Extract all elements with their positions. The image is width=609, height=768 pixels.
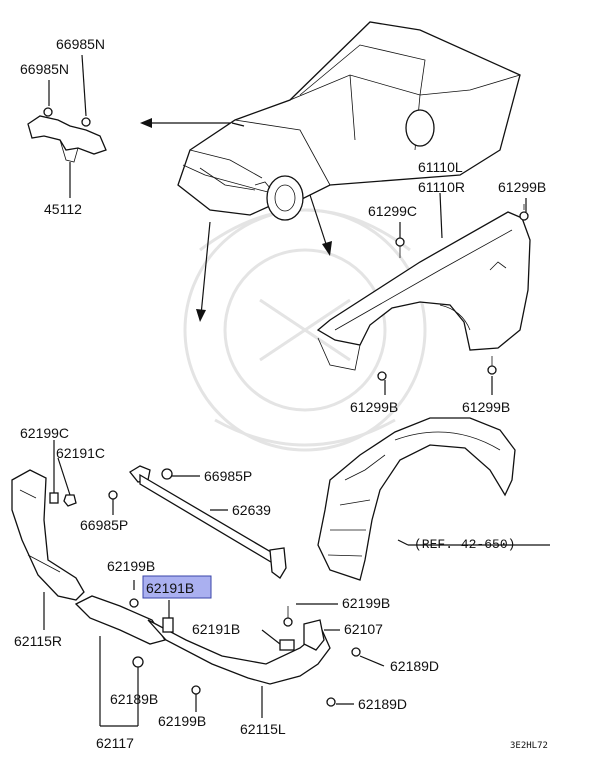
car-illustration	[177, 21, 521, 221]
label-61110R[interactable]: 61110R	[418, 179, 465, 195]
label-62189D-a[interactable]: 62189D	[390, 658, 439, 674]
label-ref-42-650[interactable]: (REF. 42-650)	[414, 537, 515, 552]
label-61299B-mid-left[interactable]: 61299B	[350, 399, 398, 415]
bumper-side-62115L	[147, 619, 331, 718]
label-66985N-a[interactable]: 66985N	[56, 36, 105, 52]
label-61299B-top[interactable]: 61299B	[498, 179, 546, 195]
label-62639[interactable]: 62639	[232, 502, 271, 518]
label-62199B-c[interactable]: 62199B	[158, 713, 206, 729]
label-61110L[interactable]: 61110L	[418, 159, 463, 175]
label-62115L[interactable]: 62115L	[240, 721, 286, 737]
fender-61110	[316, 192, 531, 395]
label-61299C[interactable]: 61299C	[368, 203, 417, 219]
label-62191B-b[interactable]: 62191B	[192, 621, 240, 637]
label-66985P-b[interactable]: 66985P	[80, 517, 128, 533]
label-62107[interactable]: 62107	[344, 621, 383, 637]
label-62189D-b[interactable]: 62189D	[358, 696, 407, 712]
bumper-side-62115R	[11, 469, 85, 630]
label-62189B[interactable]: 62189B	[110, 691, 158, 707]
label-62117[interactable]: 62117	[96, 735, 134, 751]
highlight-62191B	[142, 575, 212, 599]
bracket-45112	[27, 54, 107, 198]
label-45112[interactable]: 45112	[44, 201, 82, 217]
bumper-bracket-62639	[129, 465, 287, 579]
direction-arrows	[140, 118, 332, 322]
label-62115R[interactable]: 62115R	[14, 633, 62, 649]
splash-shield	[317, 417, 550, 581]
label-66985P-a[interactable]: 66985P	[204, 468, 252, 484]
label-62199B-b[interactable]: 62199B	[342, 595, 390, 611]
drawing-code: 3E2HL72	[510, 741, 548, 751]
label-61299B-mid-right[interactable]: 61299B	[462, 399, 510, 415]
label-66985N-b[interactable]: 66985N	[20, 61, 69, 77]
watermark-emblem	[183, 208, 427, 452]
fasteners-left	[49, 440, 118, 515]
label-62191B-highlighted[interactable]: 62191B	[146, 580, 194, 596]
label-62199B-a[interactable]: 62199B	[107, 558, 155, 574]
front-lip-62117	[74, 595, 167, 727]
fasteners-bottom	[129, 580, 385, 712]
label-62199C[interactable]: 62199C	[20, 425, 69, 441]
label-62191C[interactable]: 62191C	[56, 445, 105, 461]
